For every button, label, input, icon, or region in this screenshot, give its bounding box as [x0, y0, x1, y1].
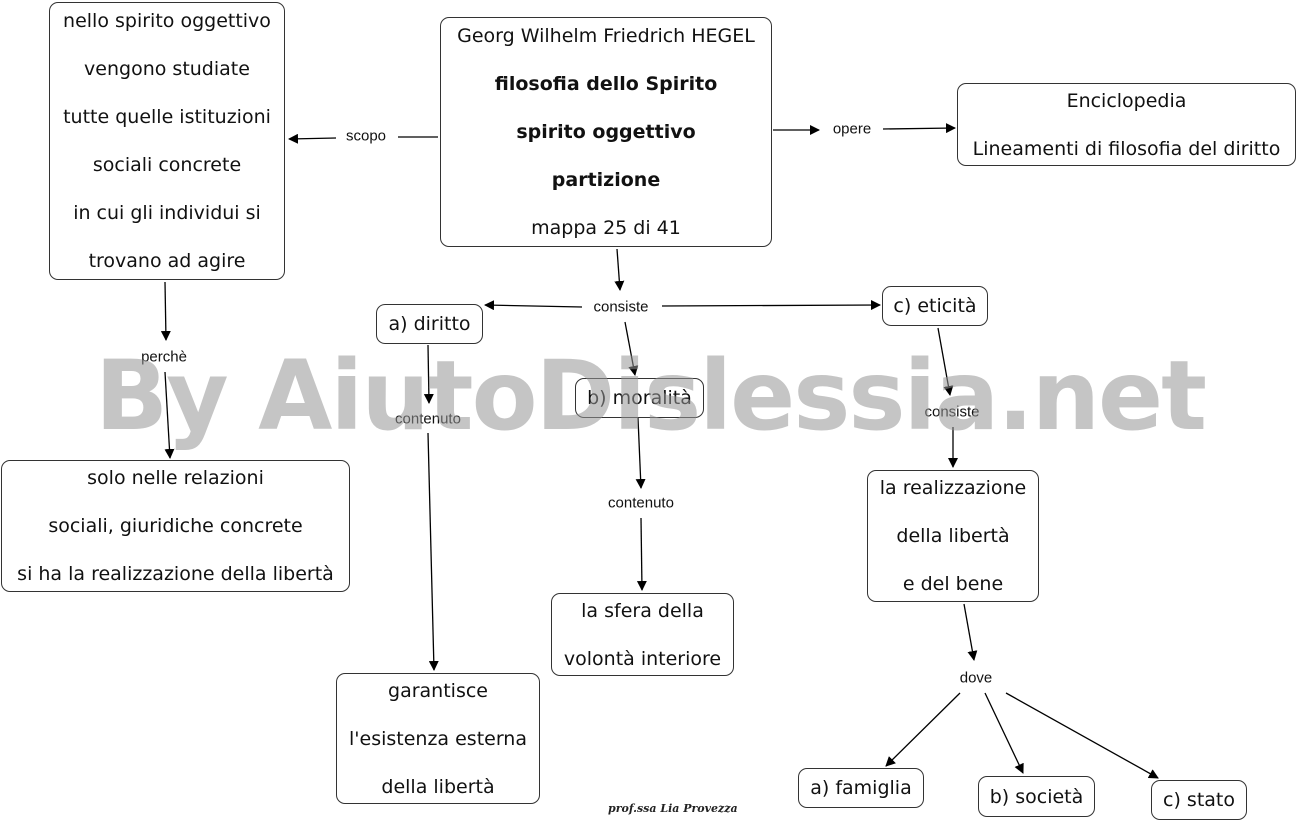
sfera-box: la sfera della volontà interiore [551, 593, 734, 676]
arrow-segment [160, 281, 171, 341]
scopo-line: tutte quelle istituzioni [63, 106, 271, 128]
moralita-label: b) moralità [587, 387, 692, 409]
link-label-consiste-eticita: consiste [921, 403, 983, 421]
arrow-segment [661, 300, 881, 311]
link-label-dove: dove [956, 669, 996, 687]
scopo-line: trovano ad agire [88, 250, 246, 272]
garantisce-line: l'esistenza esterna [349, 727, 527, 750]
main-title-line: Georg Wilhelm Friedrich HEGEL [457, 25, 755, 47]
realizzazione-line: della libertà [896, 525, 1010, 547]
diritto-box: a) diritto [376, 304, 483, 344]
garantisce-line: della libertà [381, 775, 495, 798]
link-label-contenuto-moralita: contenuto [605, 494, 677, 512]
arrow-segment [288, 133, 337, 144]
arrow-segment [1005, 692, 1159, 779]
author-signature: prof.ssa Lia Provezza [608, 802, 738, 815]
garantisce-box: garantisce l'esistenza esterna della lib… [336, 673, 540, 804]
eticita-label: c) eticità [893, 295, 977, 317]
opere-line: Lineamenti di filosofia del diritto [972, 137, 1281, 160]
arrow-segment [427, 432, 439, 671]
diritto-label: a) diritto [388, 313, 471, 335]
main-section-line: partizione [551, 169, 661, 191]
arrow-segment [164, 371, 175, 459]
arrow-segment [963, 603, 978, 661]
realizzazione-box: la realizzazione della libertà e del ben… [867, 470, 1039, 602]
societa-box: b) società [978, 776, 1095, 817]
arrow-segment [882, 123, 956, 134]
arrow-segment [636, 517, 647, 591]
realizzazione-line: e del bene [902, 573, 1004, 595]
link-label-perche: perchè [138, 348, 190, 366]
stato-box: c) stato [1151, 780, 1247, 820]
arrow-segment [937, 327, 954, 396]
societa-label: b) società [989, 785, 1084, 808]
arrow-segment [984, 692, 1024, 774]
map-number-line: mappa 25 di 41 [531, 217, 681, 239]
famiglia-label: a) famiglia [810, 777, 912, 799]
link-label-opere: opere [829, 120, 875, 138]
arrow-segment [614, 248, 625, 291]
link-label-scopo: scopo [342, 127, 390, 145]
moralita-box: b) moralità [575, 378, 704, 418]
sfera-line: la sfera della [581, 599, 704, 622]
scopo-line: nello spirito oggettivo [63, 10, 271, 32]
realizzazione-line: la realizzazione [879, 477, 1027, 499]
link-label-contenuto-diritto: contenuto [392, 410, 464, 428]
scopo-line: vengono studiate [84, 58, 250, 80]
opere-line: Enciclopedia [1066, 89, 1187, 112]
main-topic-line: spirito oggettivo [516, 121, 696, 143]
scopo-box: nello spirito oggettivo vengono studiate… [49, 2, 285, 280]
main-subject-line: filosofia dello Spirito [494, 73, 718, 95]
scopo-line: in cui gli individui si [73, 202, 261, 224]
perche-box: solo nelle relazioni sociali, giuridiche… [1, 460, 350, 592]
arrow-segment [423, 344, 434, 404]
garantisce-line: garantisce [388, 679, 488, 702]
arrow-segment [885, 692, 961, 767]
perche-line: solo nelle relazioni [87, 467, 264, 489]
perche-line: si ha la realizzazione della libertà [17, 563, 334, 585]
famiglia-box: a) famiglia [798, 768, 924, 808]
arrow-segment [624, 321, 639, 376]
stato-label: c) stato [1163, 789, 1235, 811]
arrow-segment [635, 417, 646, 489]
arrow-segment [484, 300, 583, 311]
eticita-box: c) eticità [882, 286, 988, 326]
main-topic-box: Georg Wilhelm Friedrich HEGEL filosofia … [440, 17, 772, 247]
perche-line: sociali, giuridiche concrete [48, 515, 303, 537]
opere-box: Enciclopedia Lineamenti di filosofia del… [957, 83, 1296, 166]
scopo-line: sociali concrete [92, 154, 242, 176]
link-label-consiste: consiste [590, 298, 652, 316]
sfera-line: volontà interiore [563, 647, 722, 670]
